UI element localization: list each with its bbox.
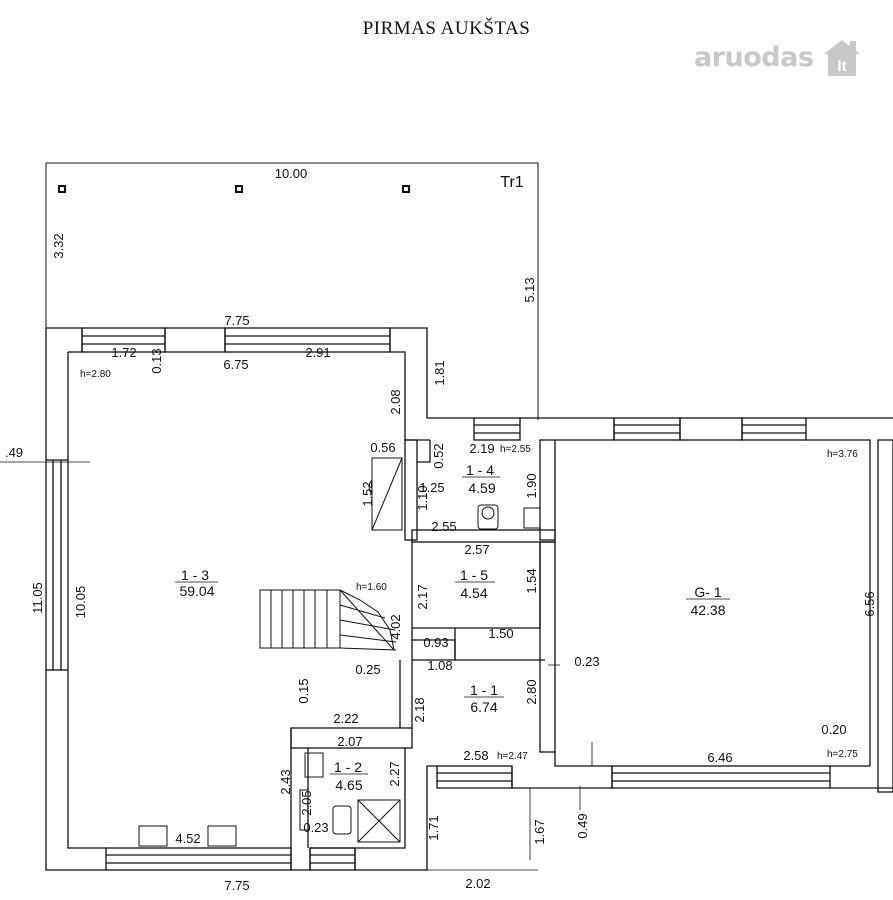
dim-wc-c: 1.10 bbox=[415, 485, 430, 510]
dimension-labels: 10.00 7.75 1.72 6.75 2.91 0.56 .49 2.19 … bbox=[5, 166, 847, 893]
staircase bbox=[259, 589, 397, 651]
dim-niche-w: 0.56 bbox=[370, 440, 395, 455]
dim-entry-b: 1.67 bbox=[532, 819, 547, 844]
dim-bath-inner: 2.07 bbox=[337, 734, 362, 749]
room-1-4-id: 1 - 4 bbox=[466, 462, 494, 478]
dim-hall-bottom: 2.58 bbox=[463, 748, 488, 763]
walls bbox=[45, 327, 893, 871]
room-labels: 1 - 3 59.04 1 - 4 4.59 1 - 5 4.54 1 - 1 … bbox=[175, 174, 730, 793]
room-1-4-area: 4.59 bbox=[468, 480, 495, 496]
height-garage-bottom: h=2.75 bbox=[827, 749, 858, 760]
sink-icon bbox=[523, 507, 541, 529]
dim-terrace-left: 3.32 bbox=[51, 233, 66, 258]
terrace-label: Tr1 bbox=[500, 174, 524, 191]
dim-hall-a: 1.08 bbox=[427, 658, 452, 673]
dim-hall-right: 2.80 bbox=[524, 679, 539, 704]
dim-bath-wall: 0.15 bbox=[296, 678, 311, 703]
room-1-3-area: 59.04 bbox=[179, 583, 214, 599]
dim-wc-top: 2.19 bbox=[469, 441, 494, 456]
dimension-lines bbox=[0, 461, 593, 871]
dim-r5-left: 2.17 bbox=[415, 584, 430, 609]
toilet-icon bbox=[332, 805, 352, 835]
watermark-suffix: lt bbox=[837, 58, 846, 75]
dim-entry-c: 0.49 bbox=[575, 813, 590, 838]
watermark-text: aruodas bbox=[694, 42, 814, 73]
dim-niche-h: 1.52 bbox=[360, 481, 375, 506]
dim-top-a: 0.13 bbox=[149, 348, 164, 373]
dim-bath-small: 0.23 bbox=[303, 820, 328, 835]
dim-right-a: 1.81 bbox=[432, 360, 447, 385]
house-logo-icon: lt bbox=[824, 40, 860, 76]
toilet-icon bbox=[477, 504, 499, 530]
dim-top-outer: 7.75 bbox=[224, 313, 249, 328]
boiler-icon bbox=[304, 752, 324, 778]
aruodas-watermark: aruodas lt bbox=[694, 38, 866, 78]
dim-terrace-right: 5.13 bbox=[522, 277, 537, 302]
dim-bath-left: 2.43 bbox=[278, 769, 293, 794]
dim-bath-left2: 2.05 bbox=[299, 790, 314, 815]
dim-garage-left: 0.23 bbox=[574, 654, 599, 669]
terrace bbox=[45, 162, 539, 420]
stove-icon bbox=[138, 825, 168, 847]
shower-icon bbox=[357, 799, 401, 843]
dim-hall-top: 1.50 bbox=[488, 626, 513, 641]
dim-left-outer: 11.05 bbox=[30, 582, 45, 614]
dim-r5-bottom: 0.93 bbox=[423, 635, 448, 650]
room-1-1-area: 6.74 bbox=[470, 699, 497, 715]
dim-r5-right: 1.54 bbox=[524, 568, 539, 593]
dim-terrace-width: 10.00 bbox=[275, 166, 308, 181]
dim-wc-b: 1.25 bbox=[419, 480, 444, 495]
height-labels: h=2.80 h=2.55 h=1.60 h=2.47 h=3.76 h=2.7… bbox=[80, 369, 858, 762]
dim-bottom-left: 7.75 bbox=[224, 878, 249, 893]
vertical-dimension-labels: 3.32 5.13 0.13 1.81 2.08 1.52 11.05 10.0… bbox=[30, 233, 877, 844]
height-wc: h=2.55 bbox=[500, 444, 531, 455]
room-g-1-area: 42.38 bbox=[690, 602, 725, 618]
dim-r5-top: 2.57 bbox=[464, 542, 489, 557]
dim-top-b: 6.75 bbox=[223, 357, 248, 372]
dim-garage-wall: 0.20 bbox=[821, 722, 846, 737]
height-stair: h=1.60 bbox=[356, 582, 387, 593]
height-living: h=2.80 bbox=[80, 369, 111, 380]
fixtures bbox=[138, 457, 541, 847]
dim-wc-a: 0.52 bbox=[431, 443, 446, 468]
dim-bottom-right: 2.02 bbox=[465, 876, 490, 891]
room-g-1-id: G- 1 bbox=[694, 584, 721, 600]
dim-bath-top: 2.22 bbox=[333, 711, 358, 726]
page-title: PIRMAS AUKŠTAS bbox=[362, 18, 531, 39]
dim-kitchen: 4.52 bbox=[175, 831, 200, 846]
dim-stair-gap: 0.25 bbox=[355, 662, 380, 677]
dim-garage-right: 6.56 bbox=[862, 591, 877, 616]
dim-wc-d: 1.90 bbox=[524, 473, 539, 498]
room-1-5-area: 4.54 bbox=[460, 585, 487, 601]
height-garage-top: h=3.76 bbox=[827, 449, 858, 460]
dim-left-cut: .49 bbox=[5, 445, 23, 460]
dim-top-c: 2.91 bbox=[305, 345, 330, 360]
dim-left-inner: 10.05 bbox=[73, 586, 88, 619]
dim-r5-step: 4.02 bbox=[388, 614, 403, 639]
dim-wc-bottom: 2.55 bbox=[431, 519, 456, 534]
room-1-2-area: 4.65 bbox=[335, 777, 362, 793]
dim-garage-bottom: 6.46 bbox=[707, 750, 732, 765]
dim-right-b: 2.08 bbox=[388, 389, 403, 414]
dim-hall-left: 2.18 bbox=[412, 697, 427, 722]
room-1-2-id: 1 - 2 bbox=[334, 759, 362, 775]
room-1-5-id: 1 - 5 bbox=[460, 567, 488, 583]
room-1-3-id: 1 - 3 bbox=[181, 567, 209, 583]
dim-top-window: 1.72 bbox=[111, 345, 136, 360]
height-hall: h=2.47 bbox=[497, 751, 528, 762]
room-1-1-id: 1 - 1 bbox=[470, 682, 498, 698]
shelf-icon bbox=[299, 789, 309, 831]
meter-icon bbox=[207, 825, 237, 847]
dim-entry-a: 1.71 bbox=[426, 815, 441, 840]
dim-bath-right: 2.27 bbox=[387, 761, 402, 786]
